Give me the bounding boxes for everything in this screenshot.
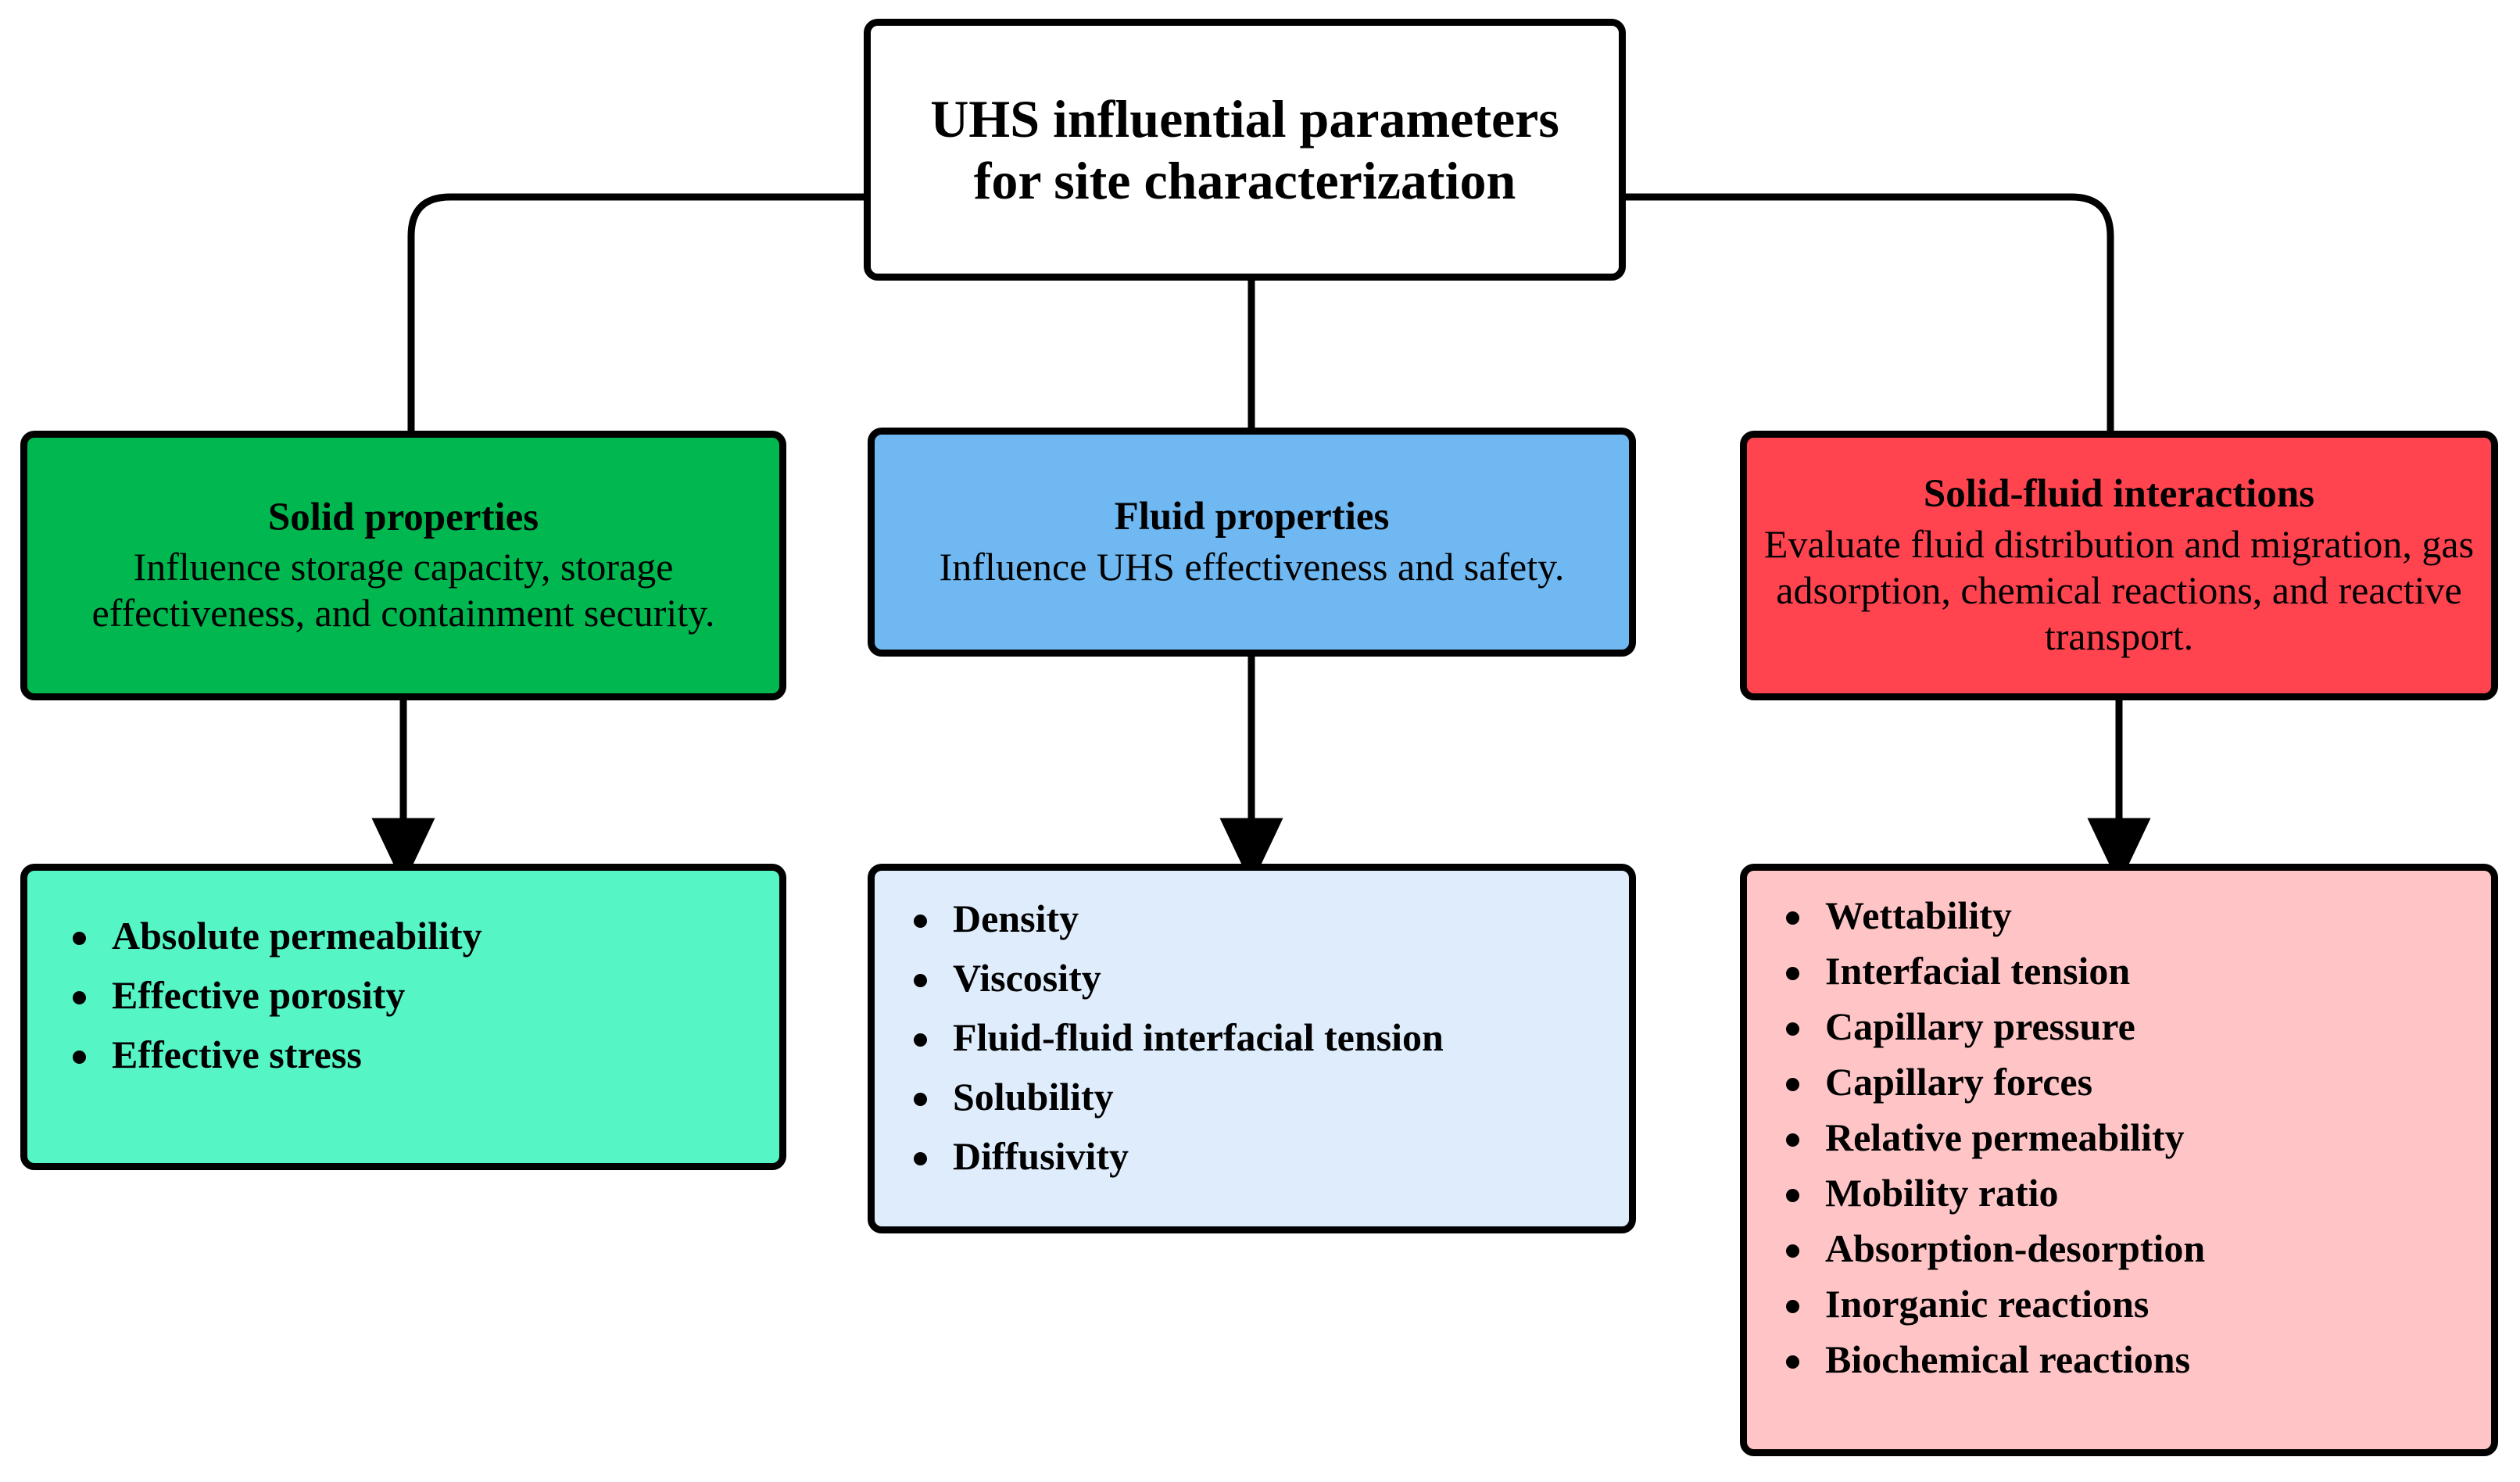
list-item: Fluid-fluid interfacial tension <box>904 1018 1629 1057</box>
root-node[interactable]: UHS influential parameters for site char… <box>864 19 1626 281</box>
edge-root-to-solid <box>407 193 864 431</box>
list-item: Effective stress <box>63 1035 779 1074</box>
category-node-fluid-properties[interactable]: Fluid properties Influence UHS effective… <box>868 428 1636 657</box>
category-description-solid: Influence storage capacity, storage effe… <box>91 545 715 635</box>
category-title-fluid: Fluid properties <box>1114 495 1390 539</box>
list-item: Biochemical reactions <box>1777 1340 2491 1379</box>
category-description-fluid: Influence UHS effectiveness and safety. <box>939 544 1565 589</box>
list-item: Relative permeability <box>1777 1118 2491 1157</box>
list-item: Mobility ratio <box>1777 1173 2491 1212</box>
list-item: Diffusivity <box>904 1137 1629 1176</box>
category-title-solid: Solid properties <box>267 495 539 539</box>
list-item: Effective porosity <box>63 975 779 1015</box>
category-node-solid-fluid-interactions[interactable]: Solid-fluid interactions Evaluate fluid … <box>1740 431 2498 700</box>
list-item: Wettability <box>1777 896 2491 935</box>
parameter-list-solid-properties[interactable]: Absolute permeability Effective porosity… <box>20 864 786 1170</box>
category-node-solid-properties[interactable]: Solid properties Influence storage capac… <box>20 431 786 700</box>
parameter-list-fluid-properties[interactable]: Density Viscosity Fluid-fluid interfacia… <box>868 864 1636 1233</box>
parameter-list-items-interactions: Wettability Interfacial tension Capillar… <box>1777 896 2491 1395</box>
root-node-title: UHS influential parameters for site char… <box>930 88 1559 210</box>
parameter-list-solid-fluid-interactions[interactable]: Wettability Interfacial tension Capillar… <box>1740 864 2498 1456</box>
list-item: Interfacial tension <box>1777 951 2491 990</box>
edge-root-to-interactions <box>1626 193 2114 431</box>
list-item: Capillary forces <box>1777 1062 2491 1101</box>
list-item: Viscosity <box>904 958 1629 997</box>
category-description-interactions: Evaluate fluid distribution and migratio… <box>1763 521 2475 658</box>
list-item: Density <box>904 899 1629 938</box>
category-title-interactions: Solid-fluid interactions <box>1923 472 2315 517</box>
list-item: Capillary pressure <box>1777 1007 2491 1046</box>
list-item: Absolute permeability <box>63 916 779 955</box>
list-item: Solubility <box>904 1077 1629 1116</box>
list-item: Inorganic reactions <box>1777 1284 2491 1323</box>
parameter-list-items-fluid: Density Viscosity Fluid-fluid interfacia… <box>904 899 1629 1196</box>
parameter-list-items-solid: Absolute permeability Effective porosity… <box>63 916 779 1094</box>
list-item: Absorption-desorption <box>1777 1229 2491 1268</box>
